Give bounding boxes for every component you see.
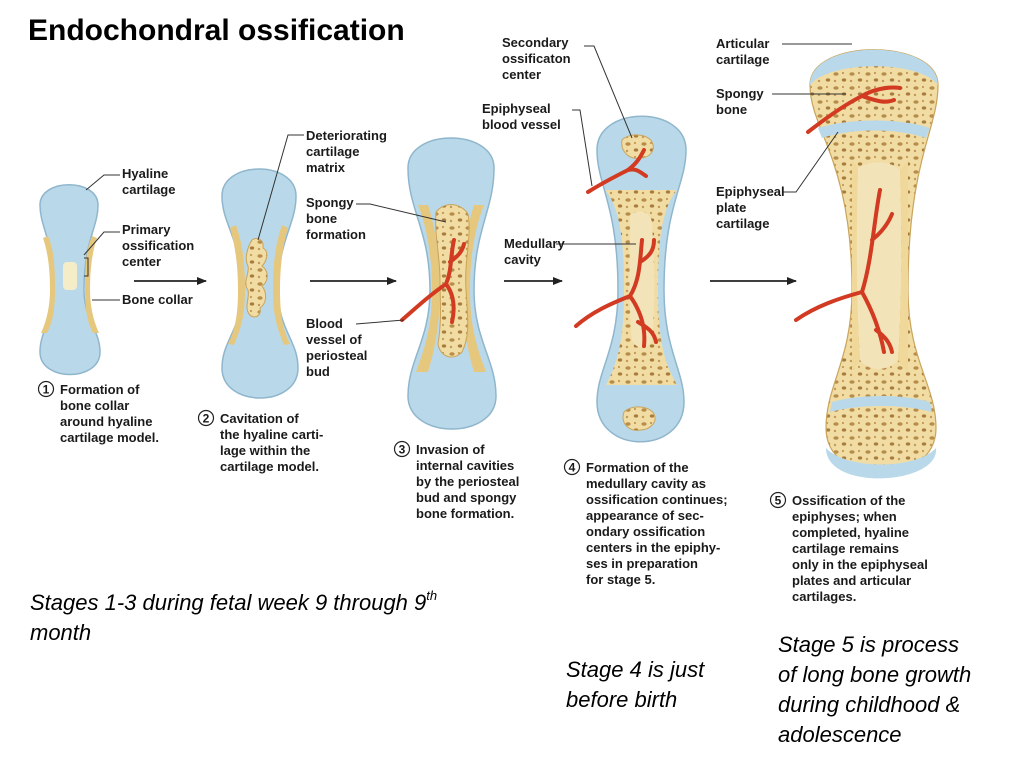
label-bone-collar: Bone collar <box>122 292 193 307</box>
stage-captions: 1 Formation of bone collar around hyalin… <box>37 380 931 604</box>
stage-1-number-badge <box>37 380 55 398</box>
stage-3-bone <box>400 137 497 430</box>
stage-1-caption-text: Formation of bone collar around hyaline … <box>60 382 159 445</box>
structure-labels: Hyaline cartilage Primary ossification c… <box>122 35 788 379</box>
stage-5-epiphyseal-plate-bottom <box>830 396 932 412</box>
stage-4-number: 4 <box>569 461 576 475</box>
label-epiphyseal-vessel: Epiphyseal blood vessel <box>482 101 561 132</box>
note-stage-4: Stage 4 is just before birth <box>566 655 766 715</box>
stage-4-caption: 4 Formation of the medullary cavity as o… <box>563 458 731 587</box>
note-stage-5-line-2: of long bone growth <box>778 662 972 687</box>
stage-5-caption-text: Ossification of the epiphyses; when comp… <box>792 493 931 604</box>
stage-3-spongy-bone <box>435 204 470 358</box>
leader-secondary-center <box>584 45 633 139</box>
stage-4-medullary-cavity <box>629 211 655 348</box>
stage-5-number-badge <box>769 491 787 509</box>
leader-lines <box>83 43 852 325</box>
stage-4-number-badge <box>563 458 581 476</box>
note-fetal-prefix: Stages 1-3 during fetal week 9 through 9 <box>30 590 427 615</box>
slide-title: Endochondral ossification <box>28 14 405 47</box>
label-periosteal-bud-vessel: Blood vessel of periosteal bud <box>306 316 371 379</box>
stage-3-periosteal-bud-vessel <box>400 238 466 324</box>
label-deteriorating-matrix: Deteriorating cartilage matrix <box>306 128 391 175</box>
note-fetal-sup: th <box>426 587 438 603</box>
label-primary-ossification-center: Primary ossification center <box>122 222 198 269</box>
stage-4-medullary-vessel <box>574 238 658 348</box>
leader-periosteal-bud-vessel <box>355 319 405 325</box>
stage-1-bone <box>39 184 101 376</box>
stage-2-caption: 2 Cavitation of the hyaline carti- lage … <box>197 409 327 474</box>
stage-3-caption-text: Invasion of internal cavities by the per… <box>416 442 523 521</box>
note-stage-5: Stage 5 is process of long bone growth d… <box>778 630 1018 750</box>
leader-deteriorating-matrix <box>257 134 304 241</box>
leader-epiphyseal-plate <box>782 131 839 193</box>
note-stage-5-line-3: during childhood & <box>778 692 961 717</box>
note-stage-4-line-2: before birth <box>566 687 678 712</box>
stage-2-deteriorating-matrix <box>245 237 268 318</box>
stage-3-number: 3 <box>399 443 406 457</box>
note-stage-5-line-1: Stage 5 is process <box>778 632 959 657</box>
stage-3-caption: 3 Invasion of internal cavities by the p… <box>393 440 523 521</box>
label-hyaline-cartilage: Hyaline cartilage <box>122 166 175 197</box>
label-spongy-bone: Spongy bone <box>716 86 767 117</box>
label-epiphyseal-plate: Epiphyseal plate cartilage <box>716 184 788 231</box>
stage-3-number-badge <box>393 440 411 458</box>
stage-1-bone-collar <box>41 236 55 333</box>
label-secondary-center: Secondary ossificaton center <box>502 35 574 82</box>
stage-4-secondary-center-top <box>621 134 654 159</box>
stage-2-number: 2 <box>203 412 210 426</box>
stage-4-secondary-center-bottom <box>622 406 656 431</box>
stage-5-articular-cartilage-top <box>810 49 938 85</box>
stage-2-bone <box>221 168 299 399</box>
note-fetal-stages: Stages 1-3 during fetal week 9 through 9… <box>30 588 550 648</box>
stage-1-caption: 1 Formation of bone collar around hyalin… <box>37 380 159 445</box>
label-articular-cartilage: Articular cartilage <box>716 36 773 67</box>
label-spongy-bone-formation: Spongy bone formation <box>306 195 366 242</box>
note-stage-5-line-4: adolescence <box>778 722 902 747</box>
stage-5-bone <box>794 49 939 479</box>
stage-4-epiphyseal-vessel <box>586 148 648 194</box>
stage-2-number-badge <box>197 409 215 427</box>
stage-5-medullary-vessel <box>794 188 894 354</box>
stage-5-caption: 5 Ossification of the epiphyses; when co… <box>769 491 931 604</box>
stage-2-bone-collar <box>228 225 290 345</box>
label-medullary-cavity: Medullary cavity <box>504 236 568 267</box>
leader-primary-ossification-center <box>83 231 120 277</box>
stage-5-articular-cartilage-bottom <box>826 448 937 479</box>
stage-2-caption-text: Cavitation of the hyaline carti- lage wi… <box>220 411 327 474</box>
stage-1-primary-ossification-center <box>63 262 77 290</box>
stage-3-bone-collar <box>416 205 486 372</box>
leader-spongy-bone-formation <box>356 203 447 223</box>
stage-5-epiphyseal-vessel <box>806 85 902 134</box>
stage-4-bone <box>574 115 687 443</box>
note-fetal-suffix: month <box>30 620 92 645</box>
note-stage-4-line-1: Stage 4 is just <box>566 657 705 682</box>
leader-epiphyseal-vessel <box>572 109 593 187</box>
stage-4-caption-text: Formation of the medullary cavity as oss… <box>586 460 731 587</box>
leader-hyaline-cartilage <box>85 174 120 191</box>
stage-5-epiphyseal-plate-top <box>818 120 930 138</box>
stage-5-compact-bone <box>852 160 908 372</box>
stage-1-number: 1 <box>43 383 50 397</box>
stage-5-number: 5 <box>775 494 782 508</box>
